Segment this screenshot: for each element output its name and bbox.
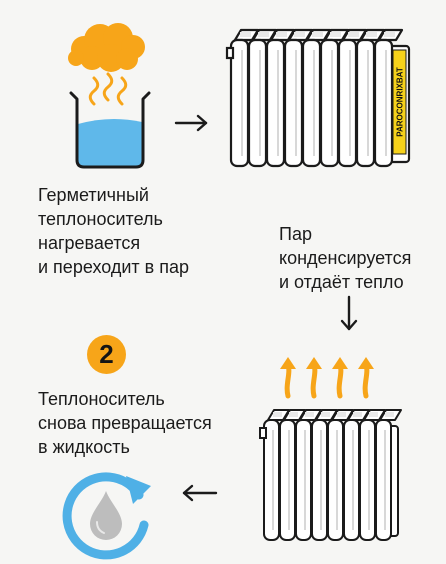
radiator-with-heat-icon bbox=[259, 409, 402, 541]
radiator-icon: PAROCONRIXBAT bbox=[225, 28, 411, 168]
steam-waves-icon bbox=[88, 72, 128, 106]
step-condense-line: и отдаёт тепло bbox=[279, 272, 404, 292]
heat-rising-arrows-icon bbox=[280, 357, 374, 399]
step-heat-text: Герметичный теплоноситель нагревается и … bbox=[38, 183, 189, 279]
step-heat-line: теплоноситель bbox=[38, 209, 163, 229]
step-condense-line: конденсируется bbox=[279, 248, 412, 268]
step-number-badge: 2 bbox=[87, 335, 126, 374]
heated-beaker-icon bbox=[69, 91, 151, 169]
step-liquid-line: в жидкость bbox=[38, 437, 130, 457]
radiator-brand-label: PAROCONRIXBAT bbox=[396, 67, 405, 137]
step-heat-line: Герметичный bbox=[38, 185, 149, 205]
arrow-left-icon bbox=[182, 484, 218, 502]
step-condense-line: Пар bbox=[279, 224, 312, 244]
steam-cloud-icon bbox=[68, 23, 145, 72]
step-liquid-line: Теплоноситель bbox=[38, 389, 165, 409]
arrow-down-icon bbox=[340, 295, 358, 331]
liquid-cycle-icon bbox=[62, 472, 151, 560]
arrow-right-icon bbox=[174, 114, 208, 132]
step-condense-text: Пар конденсируется и отдаёт тепло bbox=[279, 222, 411, 294]
step-heat-line: нагревается bbox=[38, 233, 141, 253]
step-heat-line: и переходит в пар bbox=[38, 257, 189, 277]
step-liquid-line: снова превращается bbox=[38, 413, 212, 433]
step-liquid-text: Теплоноситель снова превращается в жидко… bbox=[38, 387, 212, 459]
